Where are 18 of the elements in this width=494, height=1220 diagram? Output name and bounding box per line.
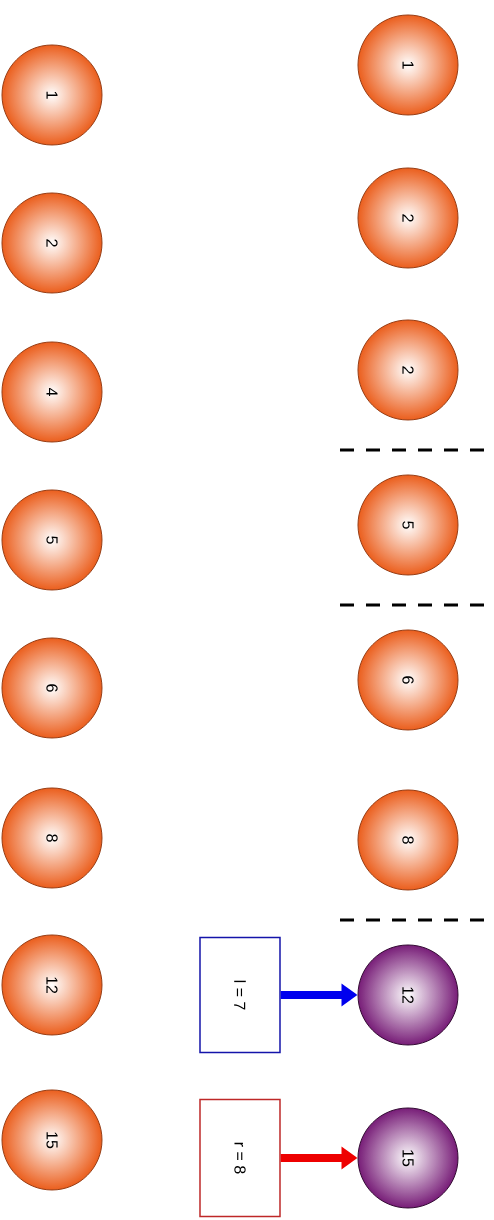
number-ball: 4 [1, 341, 103, 443]
number-ball: 8 [357, 789, 459, 891]
label-box: r = 8 [199, 1098, 281, 1218]
number-ball: 5 [1, 489, 103, 591]
number-ball: 6 [1, 637, 103, 739]
number-ball: 12 [1, 934, 103, 1036]
label-box: l = 7 [199, 936, 281, 1054]
number-ball: 12 [357, 944, 459, 1046]
number-ball: 15 [357, 1107, 459, 1209]
number-ball: 15 [1, 1089, 103, 1191]
number-ball: 2 [357, 319, 459, 421]
number-ball: 5 [357, 474, 459, 576]
number-ball: 8 [1, 787, 103, 889]
number-ball: 1 [357, 14, 459, 116]
number-ball: 6 [357, 629, 459, 731]
number-ball: 1 [1, 44, 103, 146]
number-ball: 2 [357, 167, 459, 269]
number-ball: 2 [1, 192, 103, 294]
